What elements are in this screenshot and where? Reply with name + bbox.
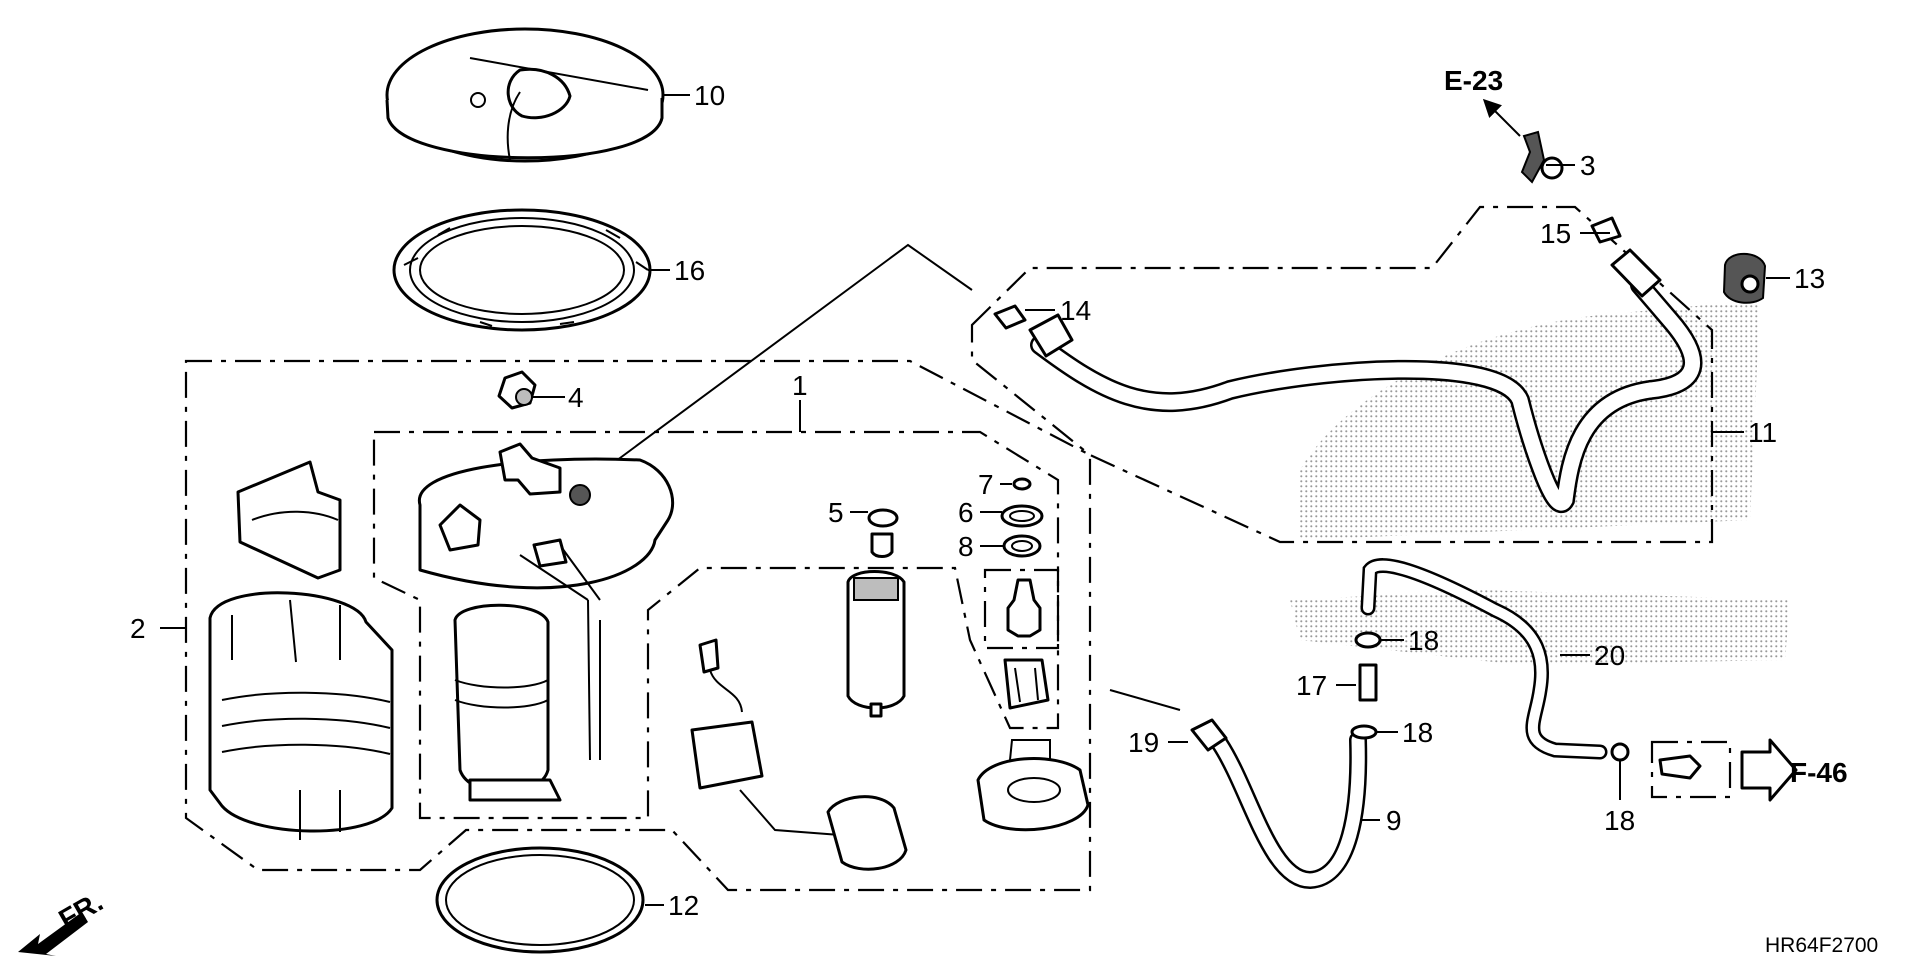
e23-reference-arrow bbox=[1482, 98, 1521, 137]
part-9-lower-hose bbox=[1211, 731, 1368, 890]
pressure-regulator bbox=[1003, 578, 1050, 710]
part-2-basket bbox=[208, 460, 394, 840]
hose-assembly-outline bbox=[970, 205, 1714, 544]
label-part-18-middle: 18 bbox=[1402, 717, 1433, 748]
label-part-16: 16 bbox=[674, 255, 705, 286]
label-part-1: 1 bbox=[792, 370, 808, 401]
pump-motor bbox=[846, 570, 906, 718]
part-labels: 10 16 4 1 2 3 15 14 13 11 5 6 7 8 18 17 … bbox=[130, 80, 1825, 921]
label-part-9: 9 bbox=[1386, 805, 1402, 836]
label-part-15: 15 bbox=[1540, 218, 1571, 249]
f46-reference-arrow bbox=[1740, 738, 1798, 802]
label-part-17: 17 bbox=[1296, 670, 1327, 701]
connector-box-outline bbox=[1650, 740, 1732, 799]
part-20-breather-hose bbox=[1360, 558, 1608, 760]
label-part-7: 7 bbox=[978, 469, 994, 500]
part-14-clip bbox=[993, 304, 1027, 330]
label-part-5: 5 bbox=[828, 497, 844, 528]
label-part-3: 3 bbox=[1580, 150, 1596, 181]
part-12-oring-inner bbox=[445, 854, 635, 946]
label-part-18-lower: 18 bbox=[1604, 805, 1635, 836]
label-part-8: 8 bbox=[958, 531, 974, 562]
part-4-valve bbox=[497, 370, 537, 410]
pump-module-outline bbox=[372, 430, 1060, 820]
seals-group bbox=[867, 477, 1044, 558]
label-part-6: 6 bbox=[958, 497, 974, 528]
part-3-clamp bbox=[1520, 130, 1564, 184]
part-16-ring bbox=[392, 208, 652, 332]
leader-lines bbox=[160, 94, 1790, 906]
part-13-grommet bbox=[1722, 252, 1767, 304]
label-part-12: 12 bbox=[668, 890, 699, 921]
diagram-code: HR64F2700 bbox=[1765, 934, 1878, 957]
reference-f46: F-46 bbox=[1790, 757, 1848, 788]
label-part-10: 10 bbox=[694, 80, 725, 111]
label-part-18-upper: 18 bbox=[1408, 625, 1439, 656]
hose-fittings bbox=[1190, 631, 1702, 780]
part-10-cover bbox=[385, 27, 665, 163]
label-part-20: 20 bbox=[1594, 640, 1625, 671]
regulator-outline bbox=[983, 568, 1060, 650]
front-direction-arrow bbox=[18, 912, 88, 956]
label-part-14: 14 bbox=[1060, 295, 1091, 326]
label-part-4: 4 bbox=[568, 382, 584, 413]
part-11-feed-hose bbox=[1028, 248, 1703, 513]
label-part-13: 13 bbox=[1794, 263, 1825, 294]
tank-unit-outline bbox=[184, 359, 1092, 892]
assembly-outlines bbox=[184, 205, 1732, 892]
part-12-oring bbox=[435, 846, 645, 954]
label-part-19: 19 bbox=[1128, 727, 1159, 758]
part-1-pump-module bbox=[417, 442, 675, 802]
label-part-11: 11 bbox=[1748, 417, 1777, 448]
fuel-level-sender bbox=[690, 638, 908, 871]
pump-base bbox=[976, 739, 1090, 832]
feed-line-leader bbox=[569, 243, 973, 496]
part-15-clip bbox=[1590, 216, 1622, 244]
label-part-2: 2 bbox=[130, 613, 146, 644]
reference-e23: E-23 bbox=[1444, 65, 1503, 96]
